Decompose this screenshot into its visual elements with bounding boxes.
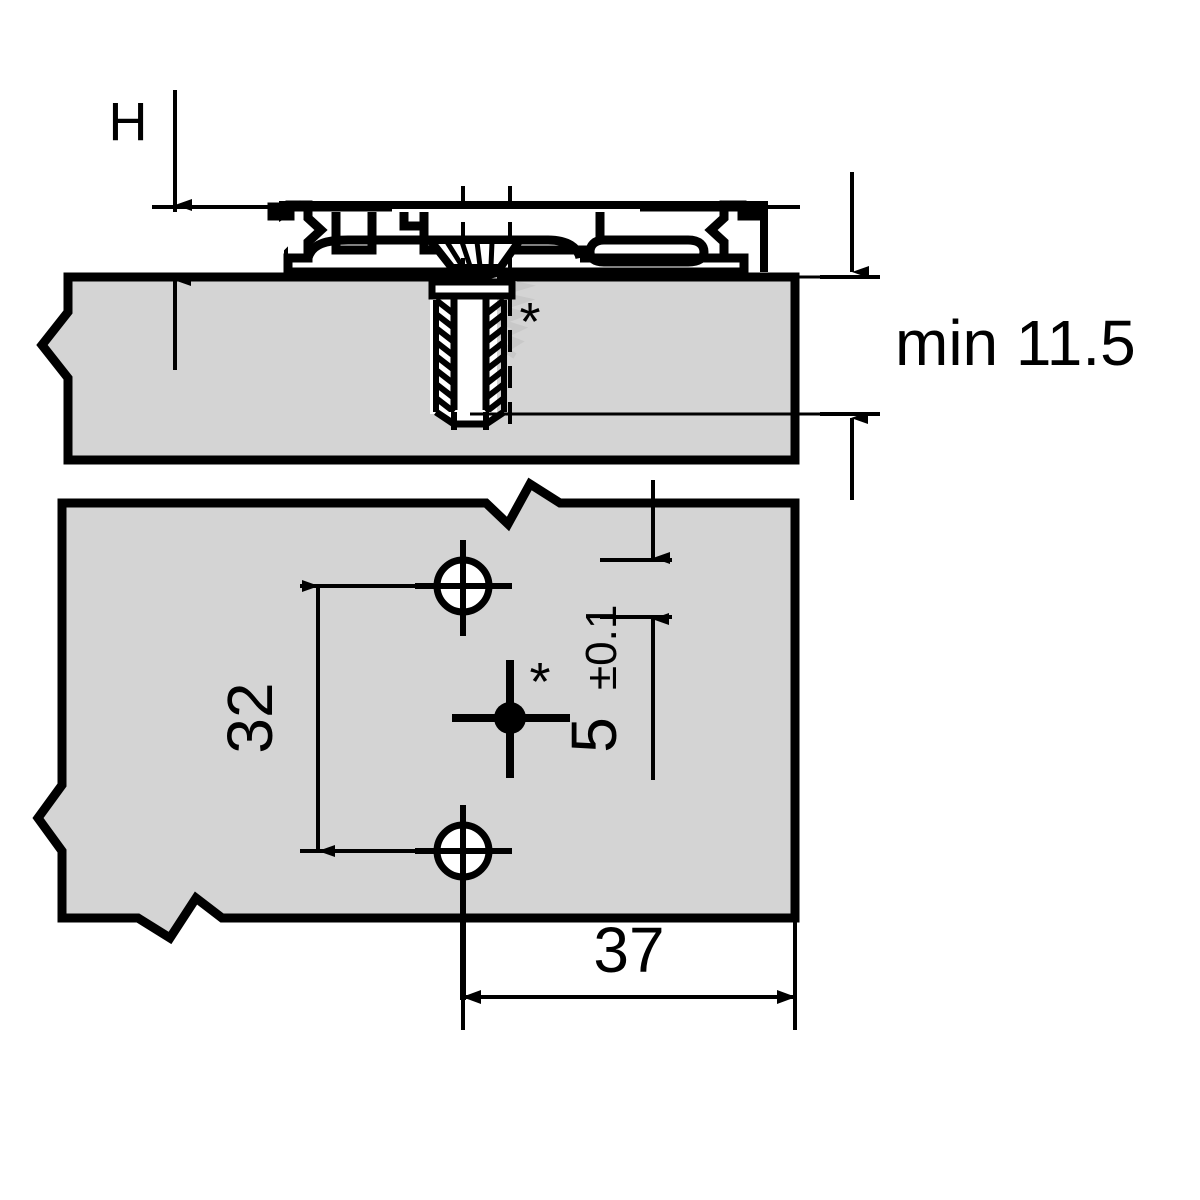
dimension-32-label: 32 [214,682,286,753]
section-view: * H min 11.5 [36,90,1136,500]
plan-asterisk: * [529,652,550,712]
dimension-H: H [109,90,800,370]
section-panel-body [36,272,800,465]
mounting-plate-detail [267,200,765,277]
dowel-center-point [452,660,570,778]
section-screw [428,278,516,430]
plan-panel-body [32,477,800,945]
section-asterisk: * [519,292,540,352]
dimension-min-thickness: min 11.5 [820,172,1136,500]
dimension-H-label: H [109,92,148,152]
dimension-32: 32 [214,580,470,857]
dimension-37: 37 [461,905,797,1030]
dimension-5-tolerance-label: ±0.1 [577,605,626,690]
dimension-min-thickness-label: min 11.5 [895,307,1136,379]
dimension-5-tolerance: 5 ±0.1 [558,480,672,780]
screw-head-seat [421,236,528,272]
dimension-5-value: 5 [558,717,630,753]
dimension-37-label: 37 [593,914,664,986]
plan-view: * 32 5 ±0.1 37 [32,477,800,1030]
